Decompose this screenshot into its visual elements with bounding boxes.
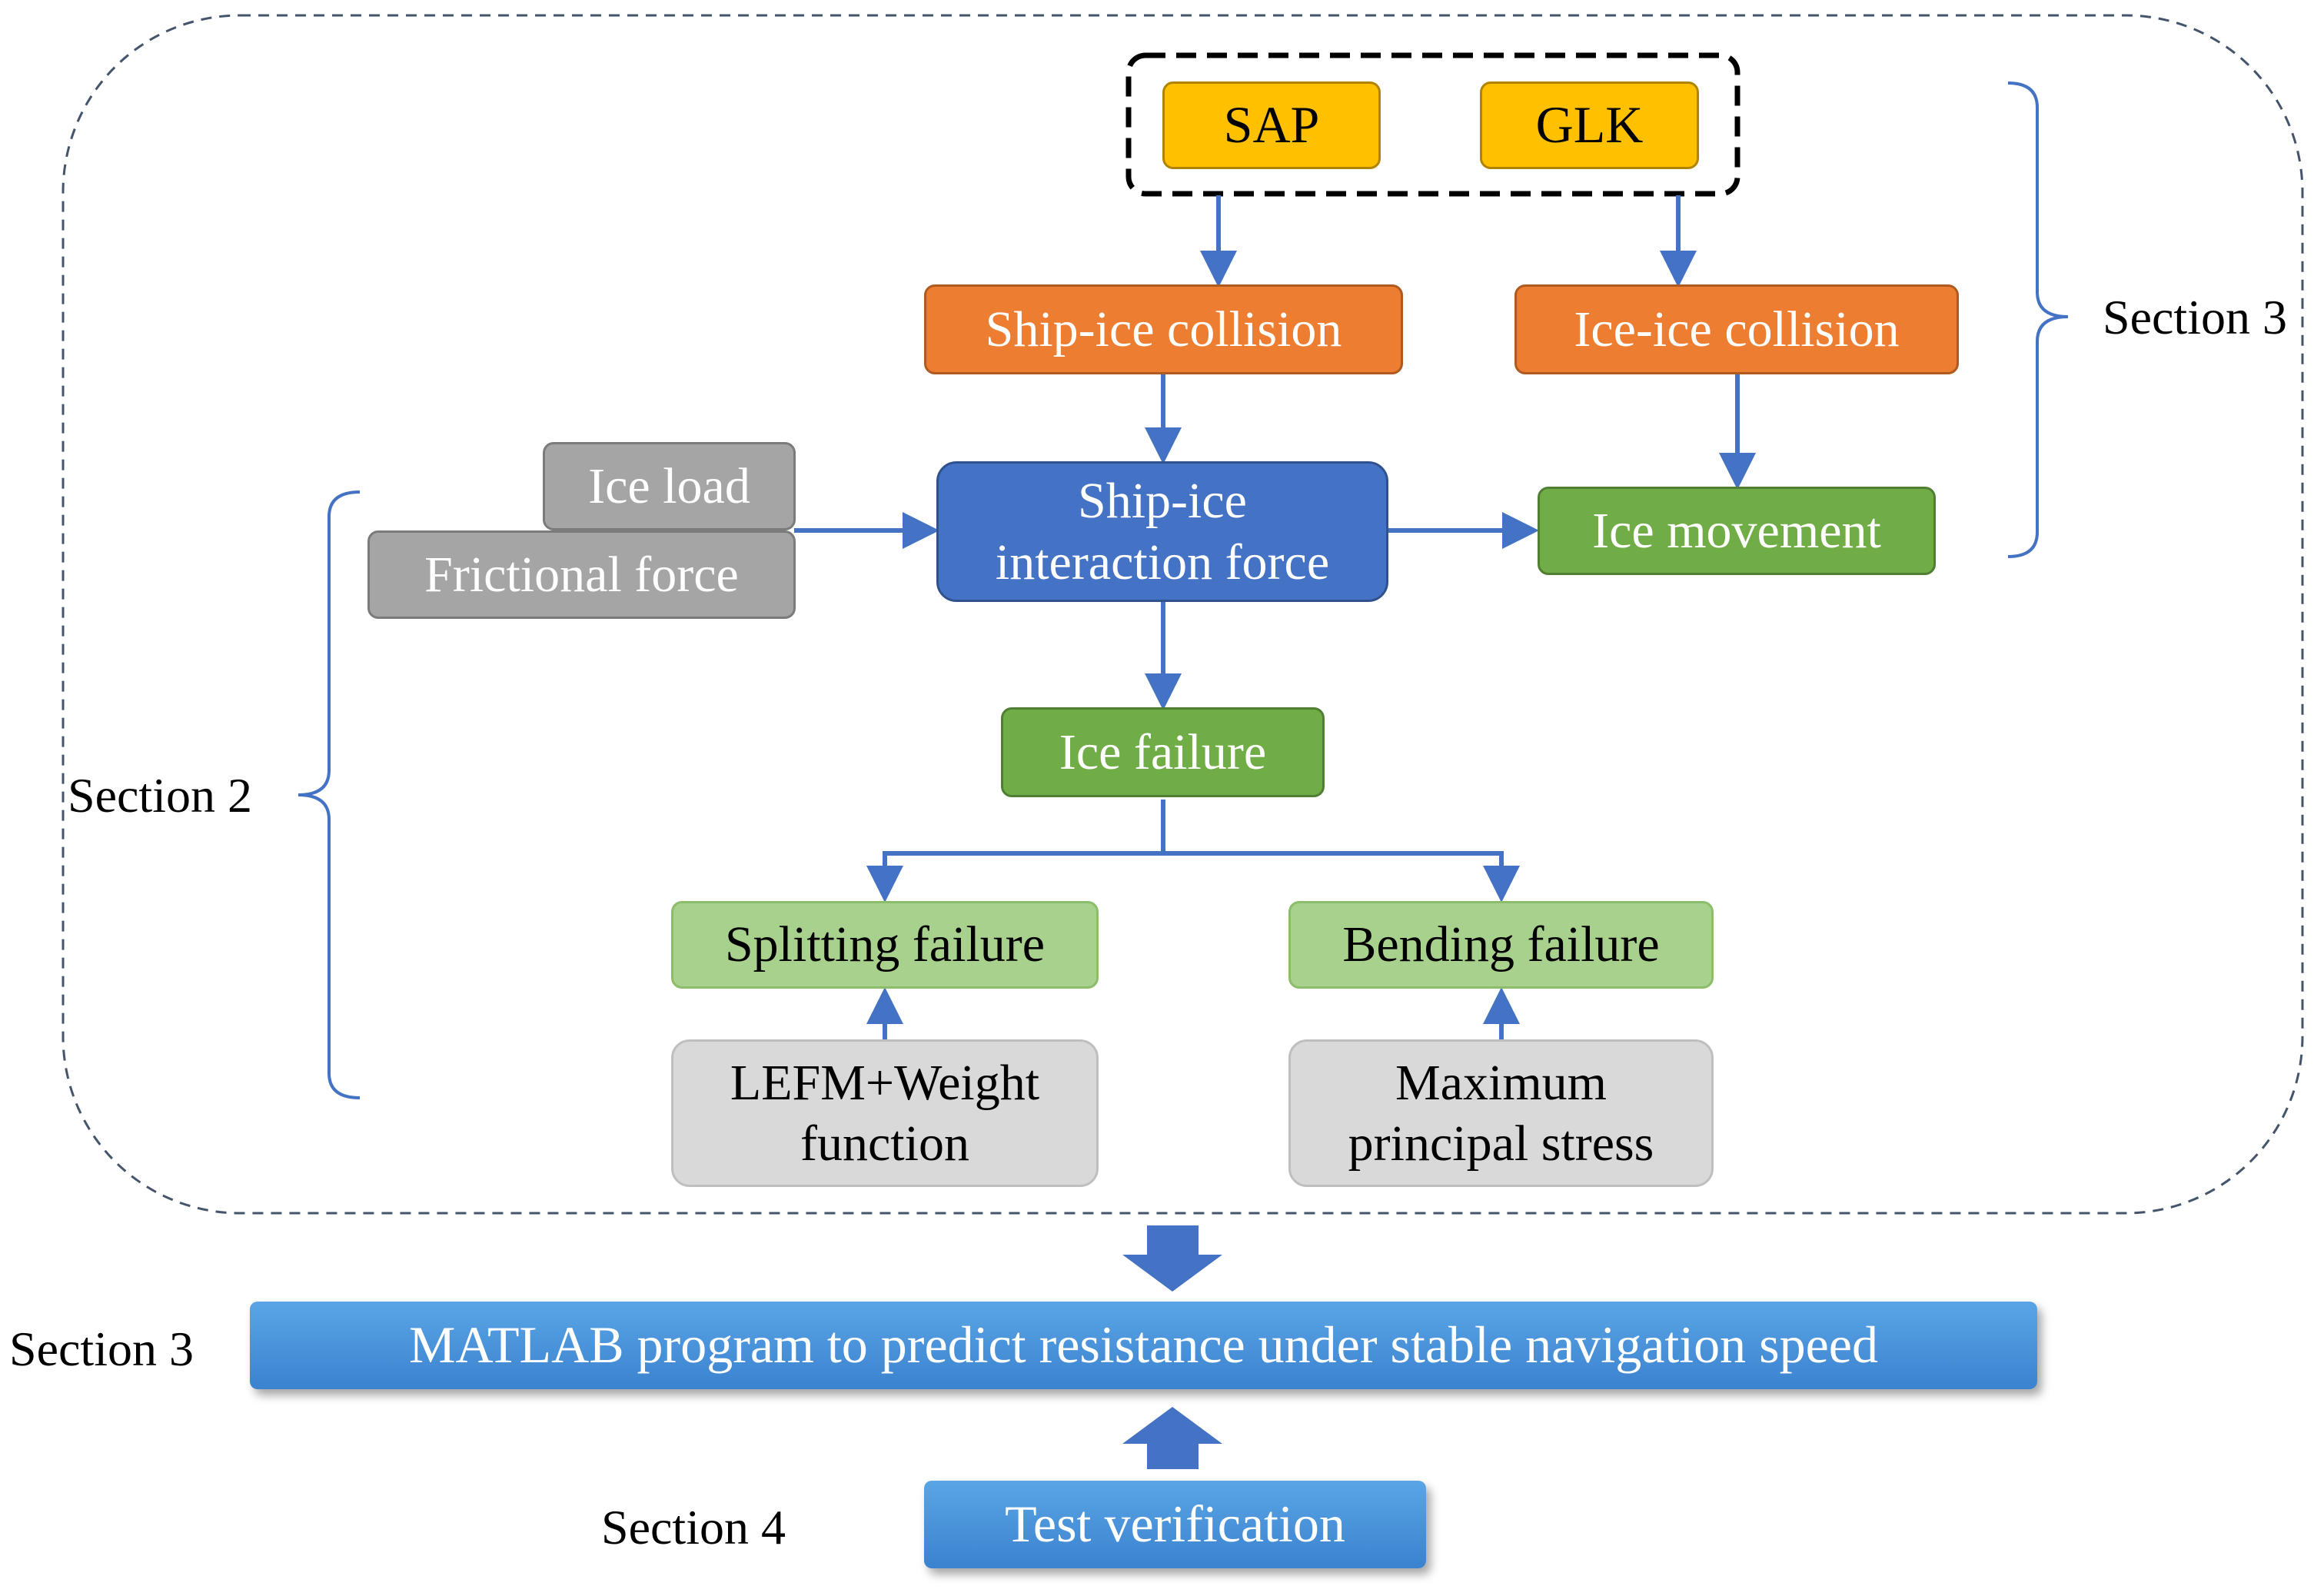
ice-ice-collision-label: Ice-ice collision xyxy=(1574,301,1900,357)
glk-box: GLK xyxy=(1480,81,1699,169)
bending-failure-label: Bending failure xyxy=(1342,916,1660,973)
interaction-force-line1: Ship-ice xyxy=(1078,473,1247,530)
ice-failure-label: Ice failure xyxy=(1059,723,1267,780)
lefm-weight-function-box: LEFM+Weight function xyxy=(671,1039,1099,1187)
splitting-failure-label: Splitting failure xyxy=(724,916,1046,973)
max-principal-stress-box: Maximum principal stress xyxy=(1288,1039,1714,1187)
matlab-program-box: MATLAB program to predict resistance und… xyxy=(250,1302,2037,1389)
ice-movement-box: Ice movement xyxy=(1538,487,1936,575)
section-label-test-row: Section 4 xyxy=(601,1500,786,1554)
section-label-left-brace: Section 2 xyxy=(68,768,252,823)
lefm-line2: function xyxy=(800,1116,969,1172)
lefm-line1: LEFM+Weight xyxy=(730,1054,1040,1111)
test-verification-box: Test verification xyxy=(924,1481,1426,1568)
ice-movement-label: Ice movement xyxy=(1592,502,1881,559)
up-block-arrow xyxy=(1122,1407,1222,1469)
down-block-arrow xyxy=(1122,1225,1222,1292)
ice-load-box: Ice load xyxy=(543,442,796,530)
ship-ice-collision-label: Ship-ice collision xyxy=(985,301,1342,357)
ice-failure-box: Ice failure xyxy=(1001,707,1325,797)
sap-box: SAP xyxy=(1162,81,1381,169)
bending-failure-box: Bending failure xyxy=(1288,901,1714,989)
matlab-program-label: MATLAB program to predict resistance und… xyxy=(408,1315,1878,1375)
section-label-matlab-row: Section 3 xyxy=(9,1322,194,1376)
max-stress-line2: principal stress xyxy=(1348,1116,1654,1172)
test-verification-label: Test verification xyxy=(1005,1495,1345,1554)
glk-label: GLK xyxy=(1535,95,1644,155)
arrow-failure-to-bending xyxy=(1163,851,1520,903)
section-label-right-brace: Section 3 xyxy=(2103,290,2287,344)
arrow-failure-to-splitting xyxy=(866,800,1165,903)
right-brace xyxy=(2007,81,2069,558)
ice-load-label: Ice load xyxy=(588,457,750,514)
ship-ice-collision-box: Ship-ice collision xyxy=(924,284,1403,374)
frictional-force-box: Frictional force xyxy=(367,530,796,619)
ice-ice-collision-box: Ice-ice collision xyxy=(1514,284,1959,374)
max-stress-line1: Maximum xyxy=(1395,1054,1607,1111)
frictional-force-label: Frictional force xyxy=(424,546,739,603)
sap-label: SAP xyxy=(1223,95,1320,155)
outer-dashed-region xyxy=(62,14,2304,1215)
data-source-group-border xyxy=(1125,52,1741,197)
interaction-force-box: Ship-ice interaction force xyxy=(936,461,1388,602)
left-brace xyxy=(298,490,361,1099)
splitting-failure-box: Splitting failure xyxy=(671,901,1099,989)
interaction-force-line2: interaction force xyxy=(995,534,1330,590)
